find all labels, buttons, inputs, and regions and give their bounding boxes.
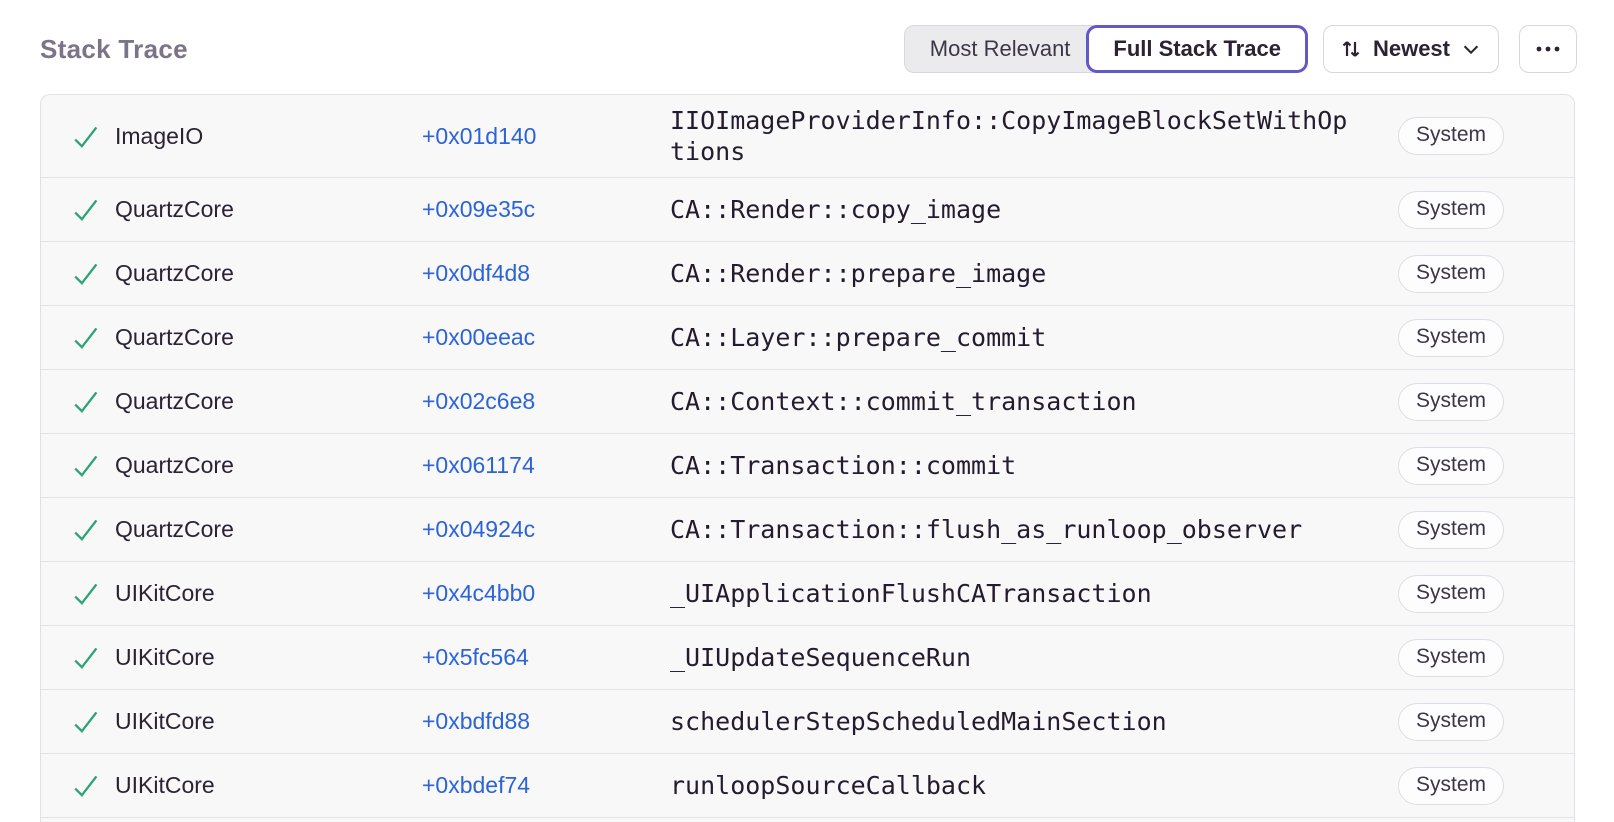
stack-frame-row[interactable]: UIKitCore +0xbdef74 runloopSourceCallbac… — [41, 753, 1574, 817]
stack-frame-row[interactable]: QuartzCore +0x04924c CA::Transaction::fl… — [41, 497, 1574, 561]
system-badge: System — [1397, 318, 1504, 357]
check-icon — [71, 122, 115, 151]
check-icon — [71, 579, 115, 608]
frame-module: QuartzCore — [115, 452, 234, 478]
frame-address-link[interactable]: +0x4c4bb0 — [422, 580, 536, 606]
view-toggle: Most Relevant Full Stack Trace — [903, 25, 1308, 73]
frame-address-link[interactable]: +0xbdfd88 — [422, 708, 531, 734]
frame-function: CA::Render::copy_image — [670, 195, 1002, 224]
stack-frame-row[interactable]: UIKitCore +0xbdfd88 schedulerStepSchedul… — [41, 689, 1574, 753]
system-badge: System — [1397, 510, 1504, 549]
full-stack-trace-button[interactable]: Full Stack Trace — [1086, 25, 1308, 73]
check-icon — [71, 259, 115, 288]
stack-frame-row[interactable]: UIKitCore +0x4c4bb0 _UIApplicationFlushC… — [41, 561, 1574, 625]
frame-function: CA::Layer::prepare_commit — [670, 323, 1047, 352]
frame-function: CA::Transaction::flush_as_runloop_observ… — [670, 515, 1303, 544]
frame-address-link[interactable]: +0x061174 — [422, 452, 535, 478]
more-options-button[interactable] — [1519, 25, 1577, 73]
frame-module: UIKitCore — [115, 580, 215, 606]
page-title: Stack Trace — [40, 33, 188, 64]
sort-newest-dropdown[interactable]: Newest — [1322, 25, 1499, 73]
check-icon — [71, 323, 115, 352]
stack-frame-row[interactable]: QuartzCore +0x0df4d8 CA::Render::prepare… — [41, 241, 1574, 305]
stack-frame-row[interactable]: QuartzCore +0x02c6e8 CA::Context::commit… — [41, 369, 1574, 433]
system-badge: System — [1397, 117, 1504, 155]
frame-module: UIKitCore — [115, 644, 215, 670]
check-icon — [71, 643, 115, 672]
frame-function: schedulerStepScheduledMainSection — [670, 707, 1167, 736]
frame-module: QuartzCore — [115, 196, 234, 222]
frame-address-link[interactable]: +0x5fc564 — [422, 644, 529, 670]
system-badge: System — [1397, 702, 1504, 741]
frame-address-link[interactable]: +0x0df4d8 — [422, 260, 531, 286]
frame-address-link[interactable]: +0x01d140 — [422, 122, 537, 149]
system-badge: System — [1397, 254, 1504, 293]
frame-function: CA::Render::prepare_image — [670, 259, 1047, 288]
frame-module: QuartzCore — [115, 324, 234, 350]
system-badge: System — [1397, 446, 1504, 485]
check-icon — [71, 771, 115, 800]
stack-frame-row[interactable]: QuartzCore +0x061174 CA::Transaction::co… — [41, 433, 1574, 497]
frame-module: ImageIO — [115, 122, 204, 149]
ellipsis-icon — [1535, 45, 1561, 53]
check-icon — [71, 515, 115, 544]
frame-module: QuartzCore — [115, 516, 234, 542]
frame-function: CA::Context::commit_transaction — [670, 387, 1137, 416]
frame-function: _UIApplicationFlushCATransaction — [670, 579, 1152, 608]
system-badge: System — [1397, 190, 1504, 229]
check-icon — [71, 707, 115, 736]
check-icon — [71, 387, 115, 416]
frame-address-link[interactable]: +0xbdef74 — [422, 772, 531, 798]
frame-module: QuartzCore — [115, 260, 234, 286]
most-relevant-button[interactable]: Most Relevant — [903, 25, 1101, 73]
frame-module: QuartzCore — [115, 388, 234, 414]
frame-module: UIKitCore — [115, 708, 215, 734]
frame-address-link[interactable]: +0x00eeac — [422, 324, 536, 350]
frame-function: _UIUpdateSequenceRun — [670, 643, 972, 672]
stack-frame-row[interactable]: ImageIO +0x01d140 IIOImageProviderInfo::… — [41, 95, 1574, 177]
sort-label: Newest — [1372, 36, 1450, 61]
header-controls: Most Relevant Full Stack Trace Newest — [903, 25, 1577, 73]
stack-frame-row[interactable]: QuartzCore +0x09e35c CA::Render::copy_im… — [41, 177, 1574, 241]
frame-address-link[interactable]: +0x02c6e8 — [422, 388, 536, 414]
check-icon — [71, 195, 115, 224]
frame-address-link[interactable]: +0x09e35c — [422, 196, 536, 222]
stack-frame-row[interactable]: QuartzCore +0x00eeac CA::Layer::prepare_… — [41, 305, 1574, 369]
frame-function: IIOImageProviderInfo::CopyImageBlockSetW… — [670, 106, 1348, 166]
stack-frame-row[interactable]: UIKitCore +0x5fc564 _UIUpdateSequenceRun… — [41, 625, 1574, 689]
clipped-next-row — [41, 817, 1574, 822]
stack-trace-table: ImageIO +0x01d140 IIOImageProviderInfo::… — [40, 94, 1575, 822]
sort-arrows-icon — [1339, 37, 1363, 61]
system-badge: System — [1397, 382, 1504, 421]
frame-module: UIKitCore — [115, 772, 215, 798]
frame-function: CA::Transaction::commit — [670, 451, 1017, 480]
frame-address-link[interactable]: +0x04924c — [422, 516, 536, 542]
system-badge: System — [1397, 766, 1504, 805]
system-badge: System — [1397, 638, 1504, 677]
system-badge: System — [1397, 574, 1504, 613]
check-icon — [71, 451, 115, 480]
chevron-down-icon — [1460, 38, 1482, 60]
stack-trace-header: Stack Trace Most Relevant Full Stack Tra… — [40, 24, 1577, 74]
frame-function: runloopSourceCallback — [670, 771, 987, 800]
